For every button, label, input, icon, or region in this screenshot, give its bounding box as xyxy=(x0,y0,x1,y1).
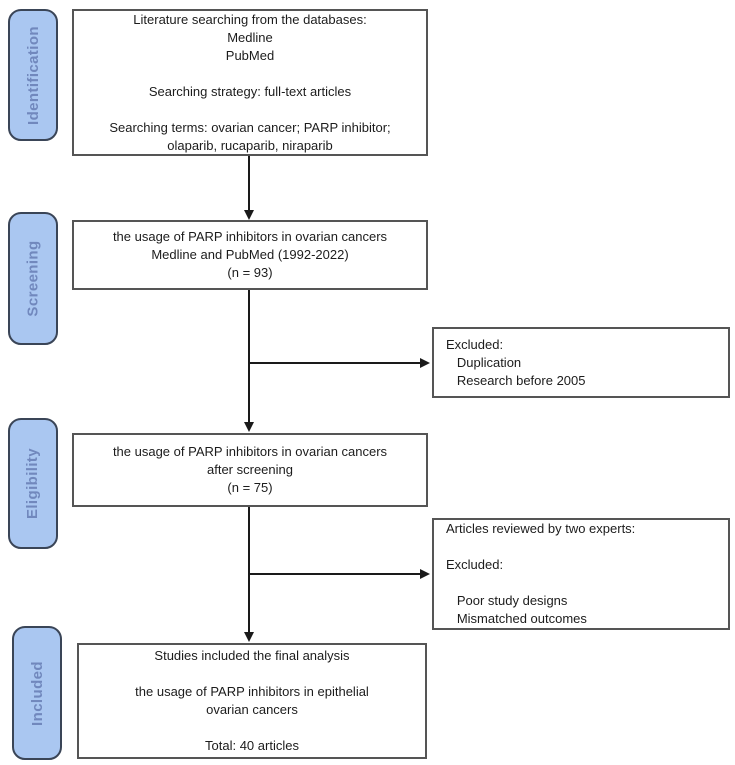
arrow-eligibility-to-included xyxy=(244,507,254,642)
stage-label-identification: Identification xyxy=(24,25,42,125)
box-included-final: Studies included the final analysis the … xyxy=(77,643,427,759)
box-excluded-eligibility: Articles reviewed by two experts: Exclud… xyxy=(432,518,730,630)
stage-box-identification: Identification xyxy=(8,9,58,141)
stage-label-eligibility: Eligibility xyxy=(24,447,42,520)
box-excluded-screening: Excluded: Duplication Research before 20… xyxy=(432,327,730,398)
arrow-branch-to-excluded-screening xyxy=(249,358,430,368)
stage-box-included: Included xyxy=(12,626,62,760)
arrow-identification-to-screening xyxy=(244,156,254,220)
box-eligibility-result: the usage of PARP inhibitors in ovarian … xyxy=(72,433,428,507)
stage-label-screening: Screening xyxy=(24,240,42,317)
arrow-screening-to-eligibility xyxy=(244,290,254,432)
arrow-branch-to-excluded-eligibility xyxy=(249,569,430,579)
stage-box-eligibility: Eligibility xyxy=(8,418,58,549)
box-screening-result: the usage of PARP inhibitors in ovarian … xyxy=(72,220,428,290)
stage-box-screening: Screening xyxy=(8,212,58,345)
box-literature-search: Literature searching from the databases:… xyxy=(72,9,428,156)
stage-label-included: Included xyxy=(28,660,46,726)
